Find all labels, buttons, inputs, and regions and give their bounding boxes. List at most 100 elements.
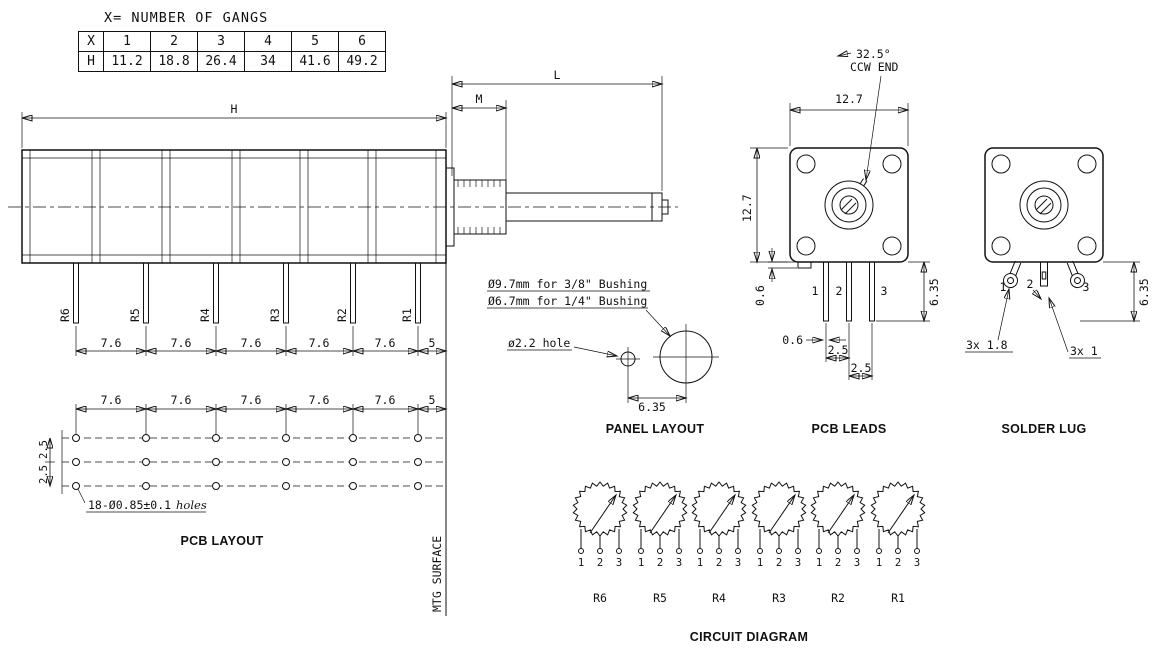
pitch-label: 2.5	[851, 361, 872, 375]
mounting-hole	[142, 434, 150, 442]
pin-label: R3	[268, 308, 282, 322]
pot-symbol: 1 2 3 R6	[572, 481, 628, 605]
terminal-number: 1	[816, 557, 822, 569]
lead-dimensions: 0.6 2.5 2.5 6.35	[782, 261, 941, 380]
pin-label: R4	[198, 308, 212, 322]
pcb-leads-title: PCB LEADS	[812, 422, 887, 436]
dim-label-m: M	[476, 92, 483, 106]
mounting-hole	[349, 434, 357, 442]
dim-label-h: H	[231, 102, 238, 116]
pin-number: 1	[812, 284, 819, 298]
terminal	[716, 548, 722, 554]
ccw-end-label: CCW END	[850, 60, 899, 74]
terminal-number: 2	[657, 557, 663, 569]
spacing-label: 7.6	[171, 336, 192, 350]
mounting-hole	[72, 458, 80, 466]
terminal-number: 2	[895, 557, 901, 569]
terminal-number: 3	[735, 557, 741, 569]
hole-grid	[61, 430, 446, 494]
corner-hole	[1077, 154, 1097, 174]
pins: R6 R5 R4 R3 R2 R1	[58, 262, 421, 324]
pin	[213, 262, 219, 324]
row-pitch-label: 2.5	[38, 465, 50, 484]
dimension-L: L	[452, 68, 662, 191]
mounting-hole	[414, 482, 422, 490]
pin-label: R2	[335, 308, 349, 322]
wiper-arrow	[887, 495, 914, 534]
wiper-arrow	[768, 495, 795, 534]
terminal-number: 3	[795, 557, 801, 569]
pot-symbol: 1 2 3 R4	[691, 481, 747, 605]
solder-lug-left	[1003, 260, 1022, 289]
pin-number: 1	[1000, 280, 1007, 294]
panel-center-distance-dim: 6.35	[627, 371, 686, 414]
rotor-outer	[1019, 180, 1069, 230]
pot-ring	[751, 481, 807, 537]
holes-note-suffix: holes	[176, 498, 207, 512]
shaft-end	[661, 199, 669, 215]
pot-symbol: 1 2 3 R5	[632, 481, 688, 605]
gang-table-row-h: H 11.2 18.8 26.4 34 41.6 49.2	[78, 51, 386, 72]
solder-lug-view: 1 2 3 3x 1.8 3x 1 6.35 SOLDER LUG	[965, 147, 1151, 436]
pot-ring	[810, 481, 866, 537]
pot-ring	[870, 481, 926, 537]
wiper-arrow	[649, 495, 676, 534]
pot-label: R1	[891, 591, 905, 605]
panel-layout-view: Ø9.7mm for 3/8" Bushing Ø6.7mm for 1/4" …	[487, 277, 719, 436]
pin-label: R5	[128, 308, 142, 322]
pin	[283, 262, 289, 324]
pot-label: R3	[772, 591, 786, 605]
terminal-number: 3	[914, 557, 920, 569]
mounting-hole	[414, 434, 422, 442]
terminal	[578, 548, 584, 554]
terminal-number: 3	[854, 557, 860, 569]
gang-table-title: X= NUMBER OF GANGS	[104, 10, 269, 26]
pot-label: R2	[831, 591, 845, 605]
panel-hole-note: ø2.2 hole	[508, 336, 570, 350]
mounting-hole	[142, 458, 150, 466]
terminal	[638, 548, 644, 554]
holes-note-text: 18-Ø0.85±0.1	[88, 498, 171, 512]
terminal	[854, 548, 860, 554]
terminal-number: 1	[876, 557, 882, 569]
lug-length-label: 6.35	[1137, 278, 1151, 306]
terminal	[757, 548, 763, 554]
gang-cell: 34	[244, 51, 292, 72]
spacing-label: 5	[429, 393, 436, 407]
spacing-label: 7.6	[101, 393, 122, 407]
pot-ring	[572, 481, 628, 537]
wiper-arrow	[827, 495, 854, 534]
terminal-number: 2	[597, 557, 603, 569]
bushing-note-large: Ø9.7mm for 3/8" Bushing	[488, 277, 647, 291]
solder-lug-right	[1066, 260, 1085, 289]
pcb-layout-view: 7.6 7.6 7.6 7.6 7.6 5 2.5 2.5 18-Ø0.85±0…	[38, 263, 446, 616]
terminal	[676, 548, 682, 554]
terminal-number: 3	[616, 557, 622, 569]
center-distance-label: 6.35	[638, 400, 666, 414]
mtg-surface-label: MTG SURFACE	[430, 536, 444, 612]
spacing-label: 7.6	[309, 393, 330, 407]
terminal	[735, 548, 741, 554]
solder-lug-title: SOLDER LUG	[1002, 422, 1087, 436]
mounting-hole	[414, 458, 422, 466]
gang-body	[21, 149, 447, 264]
gang-cell: 49.2	[338, 51, 386, 72]
holes-note: 18-Ø0.85±0.1 holes	[77, 488, 207, 513]
pcb-spacing-dimensions: 7.6 7.6 7.6 7.6 7.6 5	[75, 393, 446, 434]
spacing-label: 7.6	[101, 336, 122, 350]
pot-symbol: 1 2 3 R3	[751, 481, 807, 605]
mounting-hole	[72, 434, 80, 442]
terminal	[776, 548, 782, 554]
height-label: 12.7	[740, 194, 754, 222]
circuit-diagram-title: CIRCUIT DIAGRAM	[690, 630, 808, 644]
terminal	[697, 548, 703, 554]
tab-dimension: 0.6	[753, 248, 797, 306]
shaft-slot-circle	[1034, 195, 1054, 215]
mounting-hole	[282, 458, 290, 466]
pot-ring	[691, 481, 747, 537]
spacing-label: 7.6	[375, 336, 396, 350]
spacing-label: 7.6	[171, 393, 192, 407]
gang-cell: 26.4	[197, 51, 245, 72]
body-front	[984, 147, 1104, 263]
pin-number: 2	[836, 284, 843, 298]
